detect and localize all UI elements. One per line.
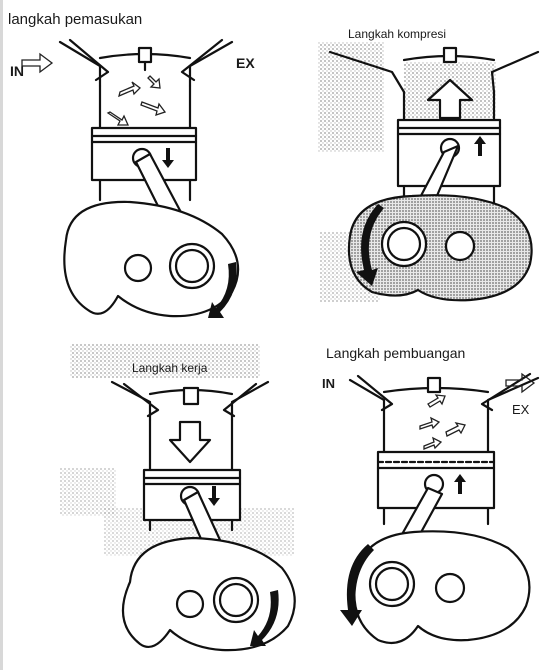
mixture-flow-arrows (108, 76, 165, 125)
crank-pin (376, 568, 408, 600)
panel-exhaust: Langkah pembuangan IN EX (322, 345, 538, 643)
crank-pin (388, 228, 420, 260)
power-down-arrow (170, 422, 210, 462)
spark-plug (444, 48, 456, 62)
crank-journal (436, 574, 464, 602)
intake-port-label: IN (322, 376, 335, 391)
crank-journal (125, 255, 151, 281)
spark-plug (139, 48, 151, 62)
panel-power: Langkah kerja (60, 344, 295, 650)
exhaust-flow-arrows (420, 395, 465, 449)
panel-intake-title: langkah pemasukan (8, 11, 142, 28)
crank-pin (176, 250, 208, 282)
panel-power-title: Langkah kerja (132, 361, 208, 375)
exhaust-port-label: EX (512, 402, 530, 417)
spark-plug (428, 378, 440, 392)
exhaust-port-label: EX (236, 55, 255, 71)
panel-exhaust-title: Langkah pembuangan (326, 345, 465, 361)
spark-plug (184, 388, 198, 404)
crank-journal (446, 232, 474, 260)
panel-compression-title: Langkah kompresi (348, 27, 446, 41)
crank-pin (220, 584, 252, 616)
panel-compression: Langkah kompresi (318, 27, 538, 302)
crank-journal (177, 591, 203, 617)
panel-intake: langkah pemasukan IN EX (8, 11, 255, 318)
intake-flow-arrow (22, 54, 52, 72)
